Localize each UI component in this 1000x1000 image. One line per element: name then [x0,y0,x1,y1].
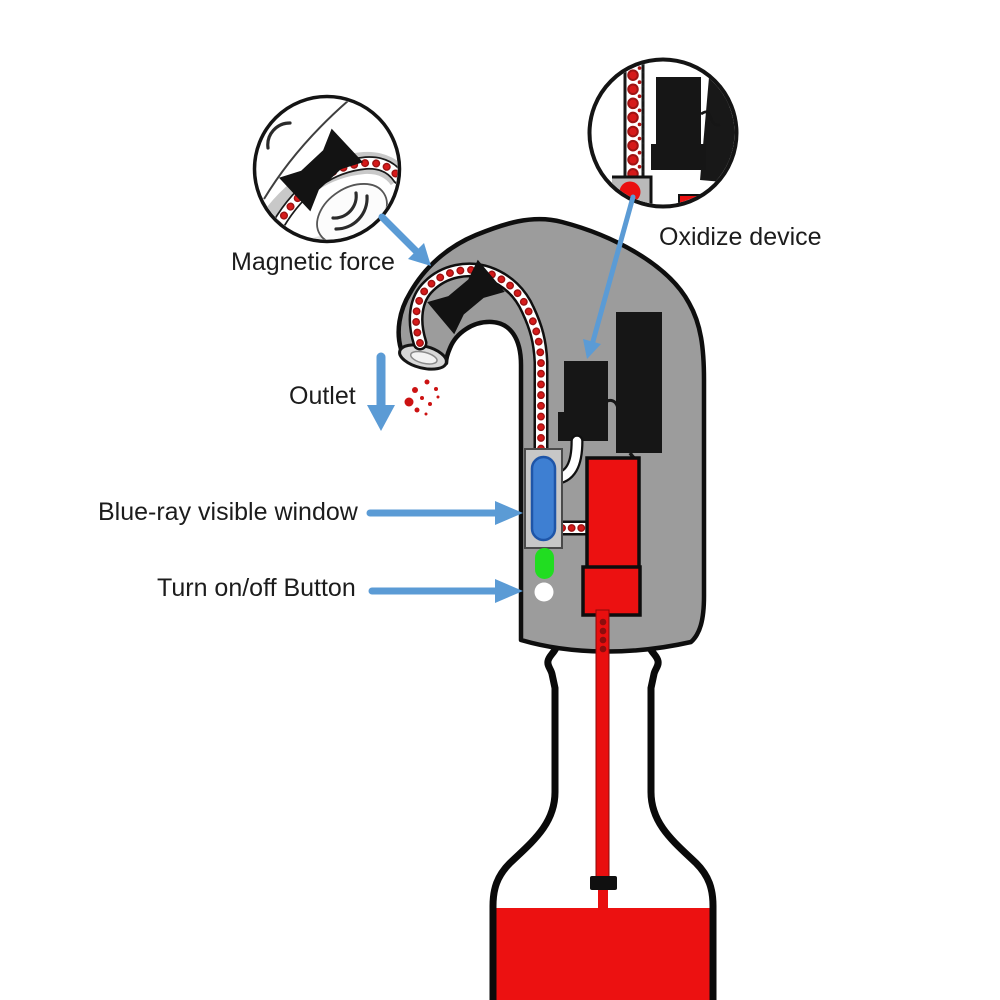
outlet-label: Outlet [289,382,356,410]
magnet-clamp [427,259,505,335]
oxidize-device-label: Oxidize device [659,223,822,251]
wine-bottle [489,644,717,1000]
pump-upper [585,456,641,570]
power-button-label: Turn on/off Button [157,574,356,602]
magnified-motor [656,77,701,144]
suction-tube [590,609,617,910]
internal-components [524,312,662,617]
arrow-oxidize-device [583,194,636,359]
power-button [534,582,554,602]
callout-arrows [366,194,636,603]
spout-opening [398,343,448,371]
bottle-outline-left [489,644,560,1000]
wire-motor-battery [598,399,620,414]
blue-ray-window [530,455,557,542]
green-indicator-light [535,548,554,579]
blue-ray-window-label: Blue-ray visible window [98,498,358,526]
oxidize-device-detail-circle [587,57,739,209]
pump-lower [581,565,642,617]
wine-fill [496,908,710,1000]
battery-block [616,312,662,453]
motor-block [564,361,608,414]
arrow-magnetic-force [378,213,431,266]
arrow-power-button [368,579,523,603]
magnified-tube-dots [271,156,398,232]
magnetic-force-label: Magnetic force [231,248,395,276]
arrow-outlet [367,352,395,431]
tube-collar [590,876,617,890]
bottle-outline-right [646,644,717,1000]
magnetic-force-detail-circle [252,94,402,244]
arrow-blue-ray-window [366,501,523,525]
wine-droplets [404,379,440,416]
magnified-magnet [278,128,364,212]
motor-base [558,412,608,441]
